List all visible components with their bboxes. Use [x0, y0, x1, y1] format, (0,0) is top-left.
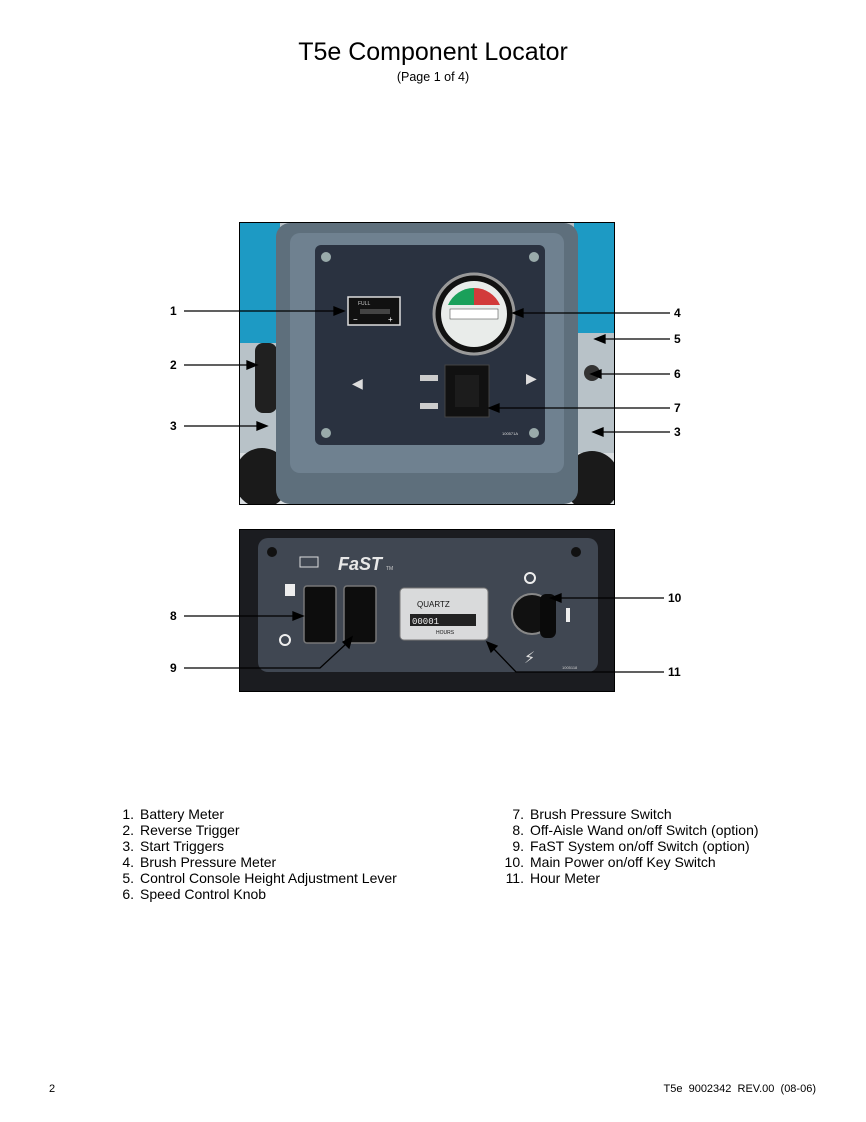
page-title: T5e Component Locator: [298, 38, 568, 66]
legend-list-right: 7.Brush Pressure Switch 8.Off-Aisle Wand…: [498, 806, 759, 886]
control-console-illustration: − + FULL ◀ ▶ 100571A: [240, 223, 614, 504]
legend-item: 10.Main Power on/off Key Switch: [504, 854, 716, 870]
legend-item: 5.Control Console Height Adjustment Leve…: [122, 870, 397, 886]
page-number: 2: [49, 1083, 56, 1095]
document-id: T5e 9002342 REV.00 (08-06): [663, 1083, 816, 1095]
fast-brand-label: FaST: [338, 554, 384, 574]
fast-part-code: 1005118: [562, 665, 578, 670]
fast-panel-illustration: FaST TM QUARTZ 00001 HOURS ⚡ 1005118: [240, 530, 614, 691]
callout-9: 9: [170, 661, 177, 675]
svg-text:▶: ▶: [526, 371, 537, 387]
legend-list-left: 1.Battery Meter 2.Reverse Trigger 3.Star…: [112, 806, 397, 902]
callout-4: 4: [674, 306, 681, 320]
callout-10: 10: [668, 591, 682, 605]
callout-3-right: 3: [674, 425, 681, 439]
legend-item: 6.Speed Control Knob: [122, 886, 267, 902]
hour-meter-digits: 00001: [412, 617, 439, 627]
legend-item: 8.Off-Aisle Wand on/off Switch (option): [512, 822, 759, 838]
callout-3-left: 3: [170, 419, 177, 433]
callout-2: 2: [170, 358, 177, 372]
console-part-code: 100571A: [502, 431, 518, 436]
callout-6: 6: [674, 367, 681, 381]
svg-text:−: −: [353, 315, 358, 324]
control-console-photo: − + FULL ◀ ▶ 100571A: [239, 222, 615, 505]
legend-item: 7.Brush Pressure Switch: [512, 806, 672, 822]
battery-meter-label: FULL: [358, 301, 370, 307]
callout-5: 5: [674, 332, 681, 346]
legend-item: 4.Brush Pressure Meter: [122, 854, 277, 870]
callout-7: 7: [674, 401, 681, 415]
callout-1: 1: [170, 304, 177, 318]
fast-tm-label: TM: [386, 566, 393, 572]
fast-panel-photo: FaST TM QUARTZ 00001 HOURS ⚡ 1005118: [239, 529, 615, 692]
callout-11: 11: [668, 665, 681, 679]
legend-item: 1.Battery Meter: [122, 806, 225, 822]
legend-item: 9.FaST System on/off Switch (option): [512, 838, 750, 854]
legend-item: 11.Hour Meter: [505, 870, 601, 886]
legend-item: 3.Start Triggers: [122, 838, 225, 854]
svg-text:⚡: ⚡: [524, 648, 535, 667]
svg-text:◀: ◀: [352, 376, 363, 392]
hour-meter-unit: HOURS: [436, 630, 455, 636]
svg-text:+: +: [388, 315, 393, 324]
page-subtitle: (Page 1 of 4): [396, 70, 470, 84]
hour-meter-brand: QUARTZ: [417, 600, 450, 609]
legend-item: 2.Reverse Trigger: [122, 822, 240, 838]
callout-8: 8: [170, 609, 177, 623]
